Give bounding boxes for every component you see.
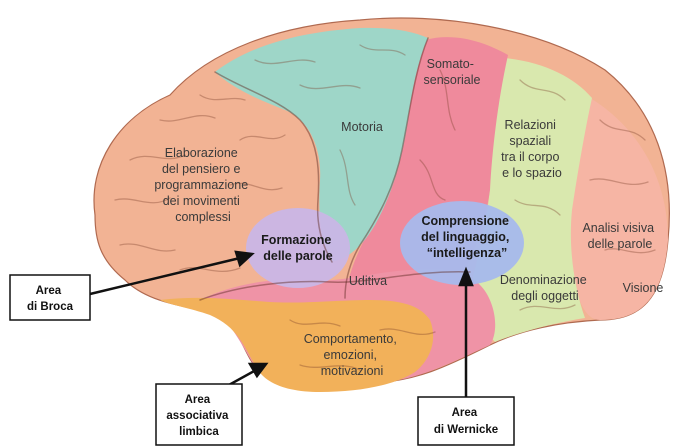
label-motoria: Motoria — [341, 120, 383, 134]
label-comprensione: Comprensione del linguaggio, “intelligen… — [421, 214, 513, 260]
region-broca — [246, 208, 350, 288]
callout-limbica: Area associativa limbica — [156, 384, 242, 445]
label-visione: Visione — [623, 281, 664, 295]
label-uditiva: Uditiva — [349, 274, 387, 288]
callout-wernicke: Area di Wernicke — [418, 397, 514, 445]
callout-broca: Area di Broca — [10, 275, 90, 320]
